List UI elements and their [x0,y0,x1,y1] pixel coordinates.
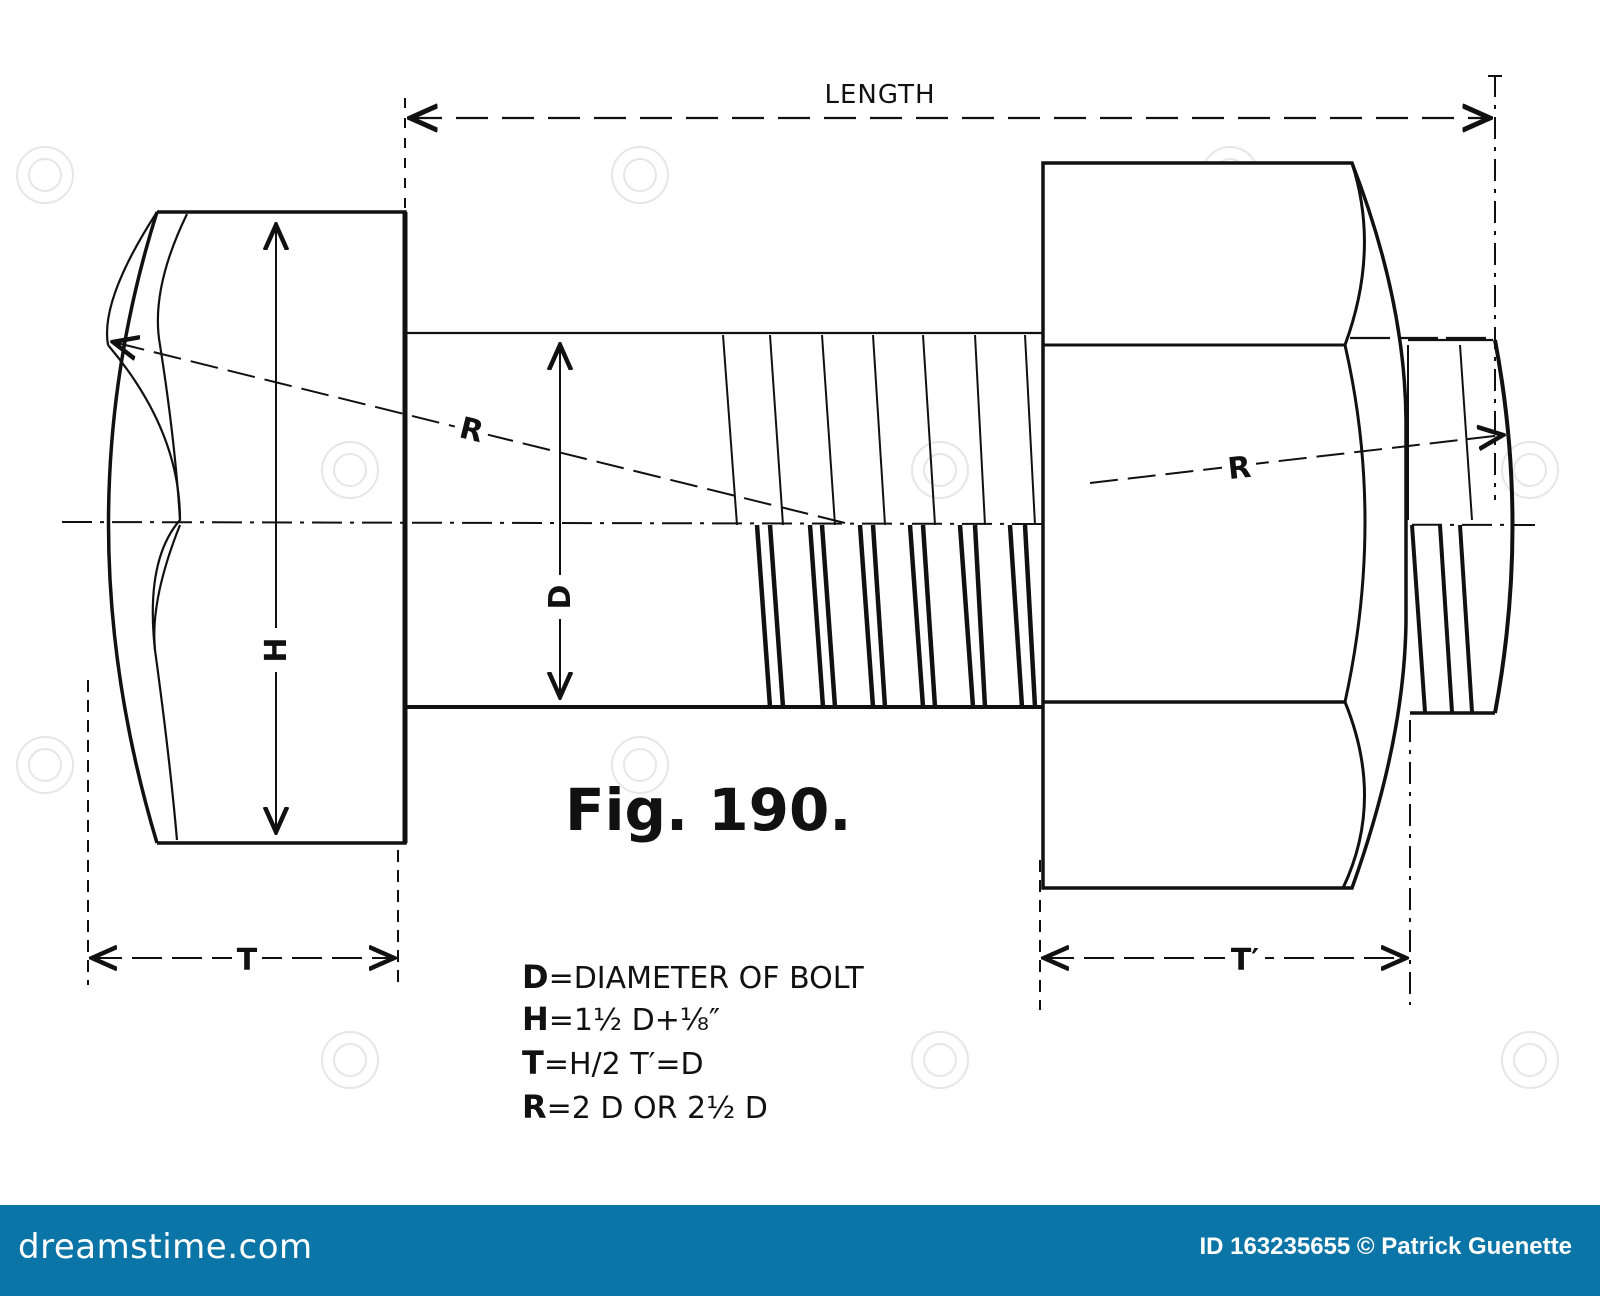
nut [1041,161,1408,890]
formula-line-t: T=H/2 T′=D [522,1044,704,1082]
diameter-label: D [543,585,578,610]
nut-thickness-label: T′ [1231,943,1259,978]
diameter-dimension: D [540,345,580,697]
bolt-head [105,210,408,845]
formula-legend: D=DIAMETER OF BOLT H=1½ D+⅛″ T=H/2 T′=D … [522,958,864,1126]
formula-line-h: H=1½ D+⅛″ [522,1000,720,1038]
formula-line-d: D=DIAMETER OF BOLT [522,958,864,996]
head-thickness-dimension: T [87,680,399,990]
footer-bar: dreamstime.com ID 163235655 © Patrick Gu… [0,1205,1600,1296]
head-thickness-label: T [237,943,258,978]
length-dimension: LENGTH [404,75,1502,500]
bolt-end [1350,336,1515,715]
head-radius-dimension: R [113,342,846,524]
brand-logo[interactable]: dreamstime.com [18,1227,313,1267]
end-radius-dimension: R [1089,435,1503,487]
head-height-dimension: H [256,225,296,832]
bolt-diagram: LENGTH H [16,75,1559,1126]
thread-lines-lower [754,524,1038,708]
length-label: LENGTH [824,80,935,110]
nut-thickness-dimension: T′ [1039,720,1411,1010]
head-height-label: H [259,637,294,662]
bolt-shank [405,331,1045,709]
formula-line-r: R=2 D OR 2½ D [522,1088,768,1126]
figure-title: Fig. 190. [565,776,851,844]
stock-id-credit: ID 163235655 © Patrick Guenette [1199,1233,1572,1260]
end-radius-label: R [1226,450,1253,487]
thread-lines-upper [722,334,1036,526]
